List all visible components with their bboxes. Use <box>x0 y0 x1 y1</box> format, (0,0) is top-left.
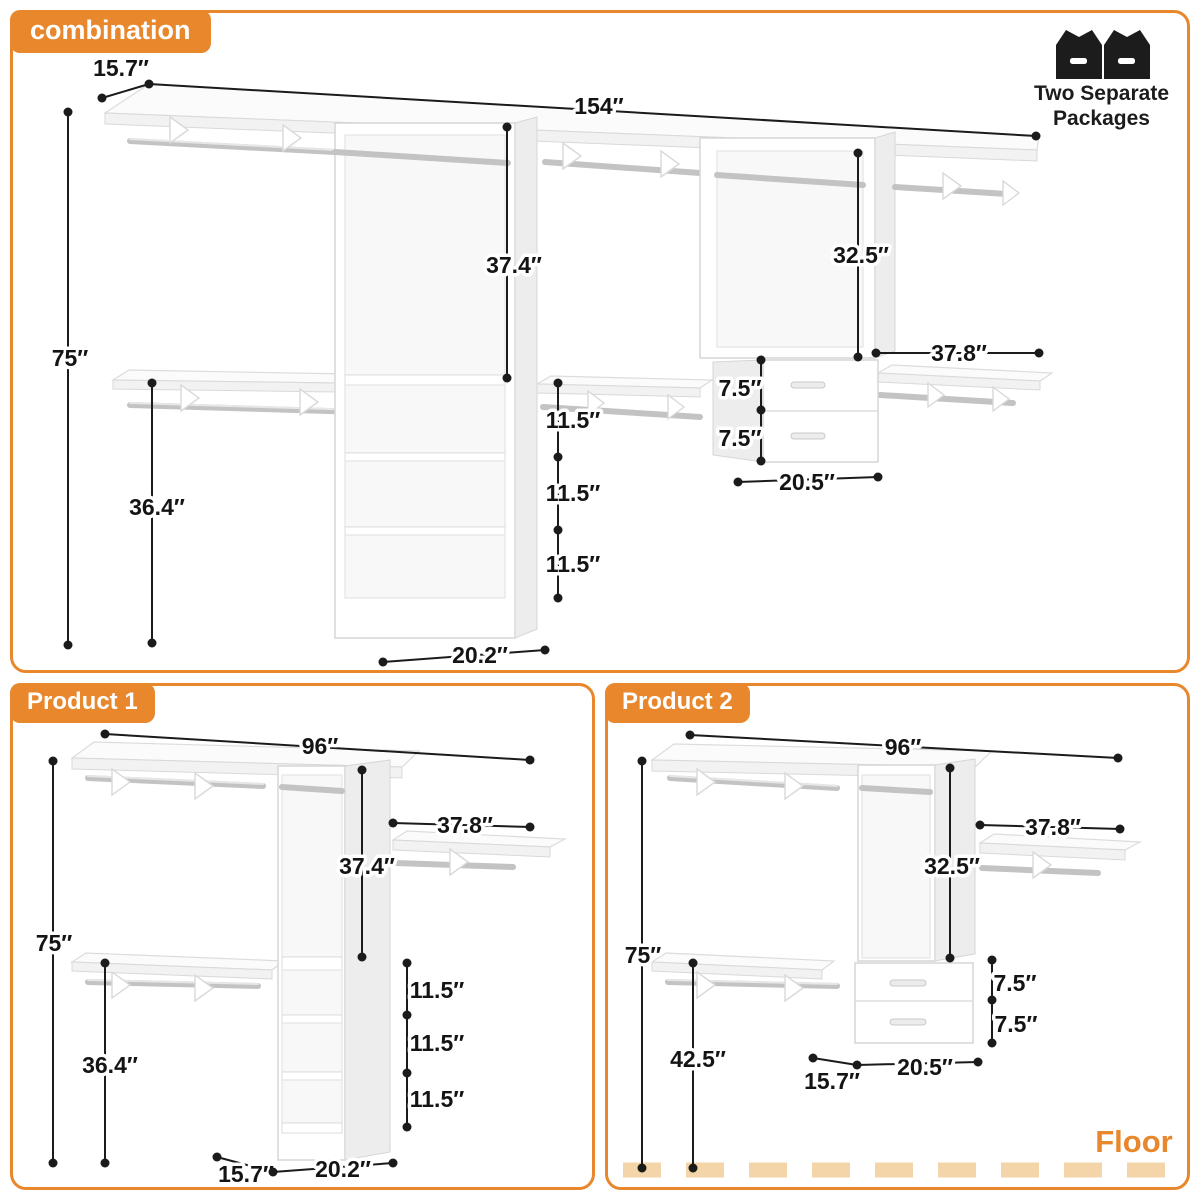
dim-combination-cubby1-label: 11.5″ <box>546 407 601 433</box>
floor-label: Floor <box>1095 1124 1173 1159</box>
product1-badge: Product 1 <box>10 683 155 723</box>
dim-product2-depth-label: 15.7″ <box>804 1068 860 1094</box>
dim-combination-tower2-upper-label: 32.5″ <box>833 242 889 268</box>
dim-product2-drawer-width-label: 20.5″ <box>897 1054 953 1080</box>
dim-product1-tower-upper: 37.4″ <box>336 765 398 962</box>
dim-product2-drawer-bottom-label: 7.5″ <box>995 1011 1038 1037</box>
dim-product1-right-shelf-width: 37.8″ <box>388 809 535 842</box>
dim-combination-drawer-width-label: 20.5″ <box>779 469 835 495</box>
product2-closet-art <box>650 743 1143 1044</box>
dim-combination-lower-shelf-height: 36.4″ <box>126 378 188 648</box>
dim-product1-depth-label: 15.7″ <box>218 1161 274 1187</box>
dim-product1-cubby3-label: 11.5″ <box>410 1086 465 1112</box>
dim-combination-drawer-bottom-label: 7.5″ <box>719 425 762 451</box>
packages-note: Two Separate Packages <box>1034 27 1169 131</box>
dim-product1-height-label: 75″ <box>36 930 73 956</box>
dim-product2-drawers: 7.5″ 7.5″ <box>987 955 1041 1048</box>
combination-badge: combination <box>10 10 211 53</box>
dim-product1-right-shelf-width-label: 37.8″ <box>437 812 493 838</box>
dim-product2-right-shelf-width-label: 37.8″ <box>1025 814 1081 840</box>
dim-product1-width: 96″ <box>100 729 535 765</box>
dim-combination-total-height: 75″ <box>48 107 92 650</box>
dim-combination-cubby3-label: 11.5″ <box>546 551 601 577</box>
dim-product2-tower-upper: 32.5″ <box>921 763 983 963</box>
dim-combination-tower1-upper: 37.4″ <box>483 122 545 383</box>
dim-combination-tower-width-label: 20.2″ <box>452 642 508 668</box>
dim-product1-cubby1-label: 11.5″ <box>410 977 465 1003</box>
dim-combination-total-height-label: 75″ <box>52 345 89 371</box>
dim-product2-width-label: 96″ <box>885 734 922 760</box>
dim-combination-lower-shelf-height-label: 36.4″ <box>129 494 185 520</box>
dim-product1-height: 75″ <box>32 756 76 1168</box>
dim-product2-drawer-top-label: 7.5″ <box>994 970 1037 996</box>
dim-product1-cubby2-label: 11.5″ <box>410 1030 465 1056</box>
product1-closet-art <box>70 741 568 1161</box>
dim-product2-right-shelf-width: 37.8″ <box>975 811 1125 844</box>
panel-product1: Product 1 <box>10 683 595 1190</box>
dim-product1-depth: 15.7″ <box>212 1152 277 1187</box>
dim-combination-cubbies: 11.5″ 11.5″ 11.5″ <box>542 378 604 603</box>
dim-product1-cubbies: 11.5″ 11.5″ 11.5″ <box>402 958 468 1132</box>
dim-product2-rod-height: 42.5″ <box>667 958 729 1173</box>
dim-product1-tower-width-label: 20.2″ <box>315 1156 371 1182</box>
dim-product2-rod-height-label: 42.5″ <box>670 1046 726 1072</box>
dim-combination-drawer-width: 20.5″ <box>733 466 883 499</box>
dim-product2-height: 75″ <box>621 756 665 1173</box>
dim-combination-tower1-upper-label: 37.4″ <box>486 252 542 278</box>
dim-product1-tower-width: 20.2″ <box>268 1153 398 1186</box>
dim-combination-depth: 15.7″ <box>90 52 154 103</box>
dim-product2-drawer-width: 20.5″ <box>852 1051 983 1084</box>
product2-drawing: Floor 96″ 75″ 42.5″ 32.5″ 37.8″ <box>621 730 1178 1178</box>
dim-combination-drawers: 7.5″ 7.5″ <box>715 355 766 466</box>
dim-product1-lower-shelf-height-label: 36.4″ <box>82 1052 138 1078</box>
dim-combination-tower-width: 20.2″ <box>378 639 550 670</box>
dim-product2-height-label: 75″ <box>625 942 662 968</box>
dim-combination-right-shelf-width: 37.8″ <box>871 337 1044 370</box>
product2-badge: Product 2 <box>605 683 750 723</box>
dim-product1-lower-shelf-height: 36.4″ <box>79 958 141 1168</box>
dim-product1-width-label: 96″ <box>302 733 339 759</box>
panel-product2: Product 2 <box>605 683 1190 1190</box>
product1-drawing: 96″ 75″ 36.4″ 37.4″ 37.8″ 11.5″ 11.5″ <box>32 729 568 1187</box>
dim-product2-depth: 15.7″ <box>801 1053 863 1098</box>
floor-marking: Floor <box>623 1121 1178 1178</box>
dim-combination-depth-label: 15.7″ <box>93 55 149 81</box>
two-boxes-icon <box>1055 30 1150 79</box>
packages-note-line2: Packages <box>1053 107 1150 130</box>
dim-combination-total-width-label: 154″ <box>574 93 623 119</box>
panel-combination: combination Two Separate Packages <box>10 10 1190 673</box>
dim-combination-drawer-top-label: 7.5″ <box>719 375 762 401</box>
combination-drawing: 15.7″ 154″ 75″ 36.4″ 37.4″ 32.5″ <box>48 52 1054 670</box>
dim-combination-total-width: 154″ <box>148 83 1041 141</box>
dim-product2-width: 96″ <box>685 730 1123 764</box>
dim-product2-tower-upper-label: 32.5″ <box>924 853 980 879</box>
packages-note-line1: Two Separate <box>1034 82 1169 105</box>
dim-combination-tower2-upper: 32.5″ <box>830 148 892 362</box>
dim-combination-cubby2-label: 11.5″ <box>546 480 601 506</box>
combination-closet-art <box>103 83 1054 639</box>
dim-combination-right-shelf-width-label: 37.8″ <box>931 340 987 366</box>
dim-product1-tower-upper-label: 37.4″ <box>339 853 395 879</box>
